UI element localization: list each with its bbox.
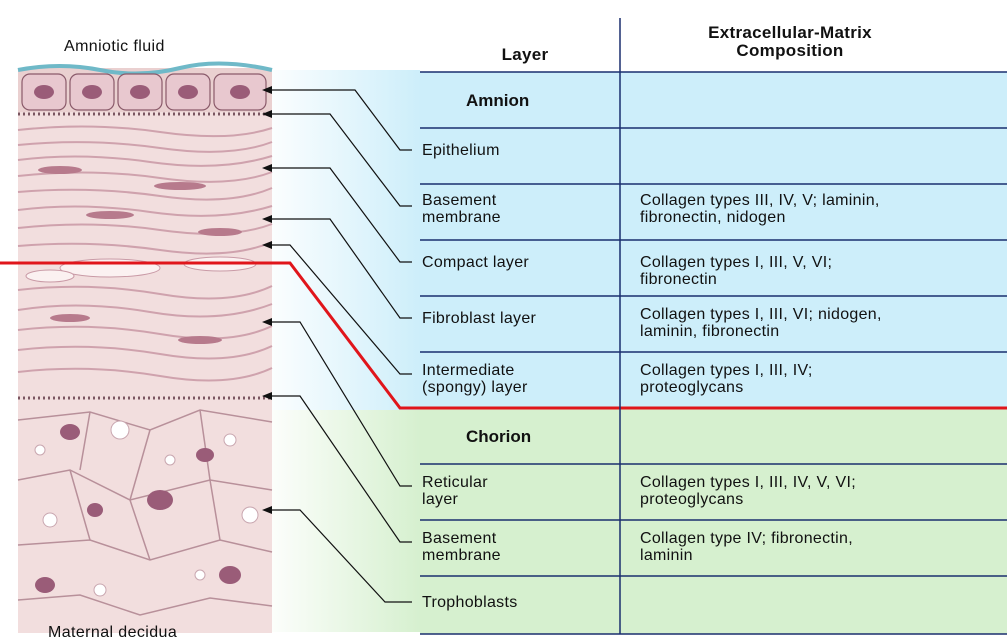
layer-name: Trophoblasts: [422, 594, 518, 611]
maternal-decidua-label: Maternal decidua: [48, 624, 177, 642]
ecm-composition: Collagen types III, IV, V; laminin, fibr…: [640, 192, 880, 226]
chorion-fade: [260, 410, 420, 632]
ecm-composition: Collagen types I, III, IV; proteoglycans: [640, 362, 813, 396]
amnion-section-label: Amnion: [466, 91, 529, 111]
ecm-composition: Collagen types I, III, V, VI; fibronecti…: [640, 254, 832, 288]
layer-name: Intermediate (spongy) layer: [422, 362, 528, 396]
layer-column-header: Layer: [470, 46, 580, 64]
ecm-composition: Collagen type IV; fibronectin, laminin: [640, 530, 853, 564]
layer-name: Compact layer: [422, 254, 529, 271]
amnion-fade: [260, 70, 420, 410]
layer-name: Epithelium: [422, 142, 500, 159]
layer-name: Basement membrane: [422, 192, 501, 226]
layer-name: Reticular layer: [422, 474, 488, 508]
amniotic-fluid-label: Amniotic fluid: [64, 38, 165, 56]
layer-name: Fibroblast layer: [422, 310, 536, 327]
ecm-column-header: Extracellular-Matrix Composition: [640, 24, 940, 60]
layer-name: Basement membrane: [422, 530, 501, 564]
ecm-composition: Collagen types I, III, IV, V, VI; proteo…: [640, 474, 856, 508]
chorion-section-label: Chorion: [466, 427, 531, 447]
tissue-illustration: [18, 63, 272, 633]
ecm-composition: Collagen types I, III, VI; nidogen, lami…: [640, 306, 882, 340]
